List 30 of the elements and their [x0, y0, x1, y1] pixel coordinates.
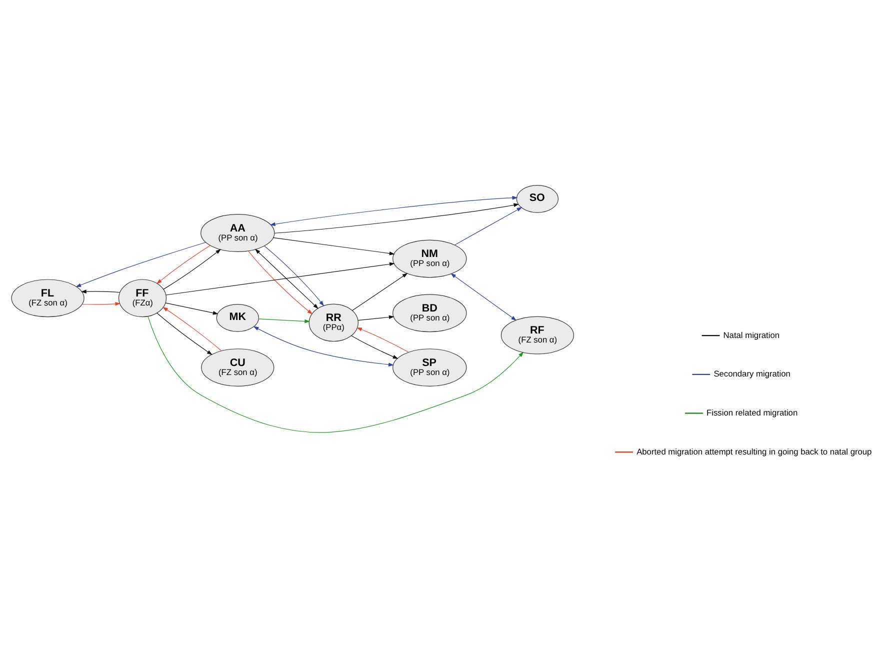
- legend-label: Secondary migration: [714, 368, 790, 379]
- arrow: [270, 196, 518, 226]
- arrow: [272, 237, 395, 256]
- arrow: [454, 207, 522, 246]
- arrow: [358, 315, 394, 321]
- arrow: [165, 302, 218, 315]
- arrow: [450, 273, 517, 321]
- arrow: [274, 203, 520, 234]
- arrow: [253, 326, 394, 366]
- arrow: [258, 318, 310, 324]
- arrow: [356, 327, 409, 352]
- arrow: [80, 290, 120, 294]
- arrow: [82, 302, 121, 306]
- node-ellipse: FL (FZ son α): [11, 279, 84, 318]
- legend-label: Aborted migration attempt resulting in going back to natal group: [636, 446, 872, 456]
- arrow: [163, 249, 222, 290]
- arrow: [148, 316, 524, 432]
- arrow: [352, 273, 408, 311]
- arrow: [156, 312, 212, 355]
- arrow: [264, 246, 324, 306]
- arrow: [76, 242, 206, 288]
- arrow: [156, 245, 211, 284]
- arrow: [351, 335, 398, 359]
- arrow: [248, 250, 313, 314]
- legend-label: Fission related migration: [706, 407, 798, 418]
- arrow: [254, 248, 318, 309]
- arrow: [166, 262, 395, 296]
- arrow: [162, 306, 222, 351]
- node-ellipse: BD (PP son α): [392, 294, 467, 332]
- legend-label: Natal migration: [723, 330, 780, 340]
